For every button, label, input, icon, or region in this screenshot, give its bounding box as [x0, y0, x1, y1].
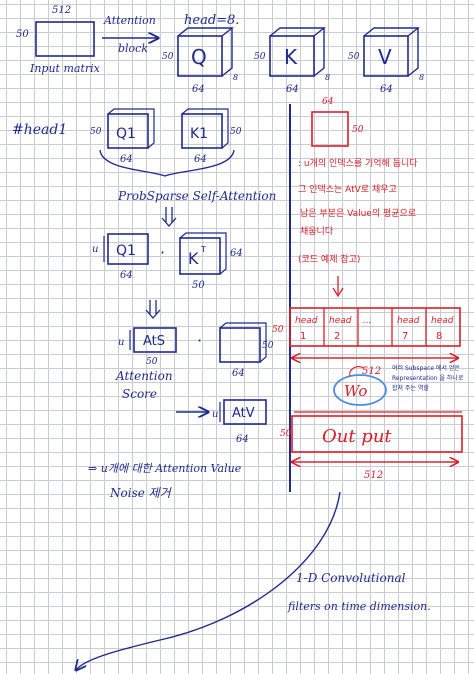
k-label: K	[284, 45, 298, 69]
head1-title: #head1	[12, 122, 67, 138]
q-label: Q	[191, 45, 207, 69]
output-label: Out put	[322, 426, 392, 447]
svg-text:Q1: Q1	[116, 243, 136, 259]
svg-text:50: 50	[348, 52, 360, 62]
head-cell-name: head	[431, 316, 454, 326]
note-line-1: : u개의 인덱스를 기억해 둡니다	[298, 157, 418, 169]
svg-text:합쳐 주는 역할: 합쳐 주는 역할	[392, 384, 429, 392]
input-dim-left: 50	[16, 29, 29, 40]
q-matrix: Q 50 64 8	[162, 27, 238, 95]
attention-value-matrix: AtV u 64	[176, 399, 267, 445]
q1-reduced-matrix: Q1 u 64	[92, 233, 149, 281]
svg-text:64: 64	[232, 368, 245, 379]
svg-text:512: 512	[364, 470, 383, 481]
svg-text:64: 64	[236, 434, 249, 445]
input-matrix: 512 50 Input matrix	[16, 5, 101, 75]
svg-text:50: 50	[262, 341, 274, 351]
note-line-4: 채웁니다	[300, 226, 334, 237]
k-transpose-matrix: K T 64 50	[179, 232, 243, 291]
head-cell-name: ...	[363, 316, 372, 326]
head-cell-number: 1	[300, 331, 306, 342]
head-cell-number: 8	[436, 331, 442, 342]
svg-text:8: 8	[325, 73, 330, 82]
note-line-3: 남은 부분은 Value의 평균으로	[300, 208, 416, 219]
svg-text:u: u	[212, 409, 218, 420]
block-label: block	[118, 42, 148, 55]
svg-text:64: 64	[286, 84, 299, 95]
svg-text:·: ·	[160, 243, 165, 262]
svg-text:u: u	[118, 337, 124, 348]
wo-matrix: Wo 여러 Subspace 에서 얻은 Representation 을 하나…	[333, 364, 464, 406]
attention-score-matrix: AtS u 50 Attention Score	[115, 327, 177, 401]
note-line-2: 그 인덱스는 AtV로 채우고	[298, 184, 397, 195]
flow-arrow	[76, 491, 341, 670]
q1-matrix: Q1 50 64	[90, 108, 155, 165]
bottom-note-line-2: filters on time dimension.	[287, 600, 431, 613]
attention-block-arrow: Attention block	[102, 14, 158, 55]
right-square: 64 50	[311, 97, 364, 147]
q1-label: Q1	[116, 126, 136, 142]
svg-text:Representation 을 하나로: Representation 을 하나로	[392, 374, 464, 382]
wo-label: Wo	[344, 382, 367, 400]
svg-text:u: u	[92, 244, 98, 255]
svg-text:50: 50	[90, 127, 102, 137]
head-cell-name: head	[295, 316, 318, 326]
ats-label: AtS	[143, 334, 165, 349]
svg-text:64: 64	[322, 97, 334, 107]
head-count-label: head=8.	[184, 13, 239, 28]
svg-text:50: 50	[272, 325, 284, 335]
svg-text:8: 8	[419, 73, 424, 82]
v1-matrix: 50 64	[219, 322, 274, 379]
svg-text:512: 512	[362, 366, 381, 377]
input-matrix-label: Input matrix	[29, 62, 101, 75]
svg-text:64: 64	[380, 84, 393, 95]
svg-text:T: T	[200, 245, 206, 254]
svg-text:Attention: Attention	[115, 369, 173, 383]
svg-text:여러 Subspace 에서 얻은: 여러 Subspace 에서 얻은	[392, 364, 460, 372]
output-matrix: Out put 50 512	[280, 411, 463, 481]
svg-text:64: 64	[194, 154, 207, 165]
note-line-5: (코드 예제 참고)	[298, 254, 360, 265]
svg-text:50: 50	[230, 127, 242, 137]
svg-text:50: 50	[146, 357, 158, 367]
svg-text:64: 64	[230, 248, 243, 259]
attention-label: Attention	[103, 14, 156, 27]
input-dim-top: 512	[52, 5, 71, 16]
head-cell-name: head	[397, 316, 420, 326]
svg-text:50: 50	[352, 125, 364, 135]
svg-text:Score: Score	[122, 387, 157, 401]
atv-label: AtV	[232, 406, 255, 421]
svg-text:50: 50	[280, 429, 292, 439]
svg-text:50: 50	[254, 52, 266, 62]
k-matrix: K 50 64 8	[254, 27, 330, 95]
svg-text:8: 8	[233, 73, 238, 82]
svg-text:64: 64	[120, 154, 133, 165]
v-label: V	[378, 45, 392, 69]
svg-text:50: 50	[192, 280, 205, 291]
svg-text:64: 64	[192, 84, 205, 95]
k1-matrix: K1 50 64	[181, 108, 242, 165]
result-line-2: Noise 제거	[109, 486, 172, 500]
k1-label: K1	[190, 126, 208, 142]
svg-text:64: 64	[120, 270, 133, 281]
head-cell-number: 2	[334, 331, 340, 342]
bottom-note-line-1: 1-D Convolutional	[296, 571, 406, 585]
head-cell-name: head	[329, 316, 352, 326]
head-cell-number: 7	[402, 331, 408, 342]
probsparse-label: ProbSparse Self-Attention	[117, 189, 276, 203]
svg-text:·: ·	[197, 331, 202, 350]
result-line-1: ⇒ u개에 대한 Attention Value	[88, 462, 242, 475]
kt-label: K	[188, 249, 199, 268]
svg-text:50: 50	[162, 52, 174, 62]
heads-concat-matrix: 50 512 head 1 head 2... head 7 head 8	[272, 307, 461, 377]
v-matrix: V 50 64 8	[348, 27, 424, 95]
